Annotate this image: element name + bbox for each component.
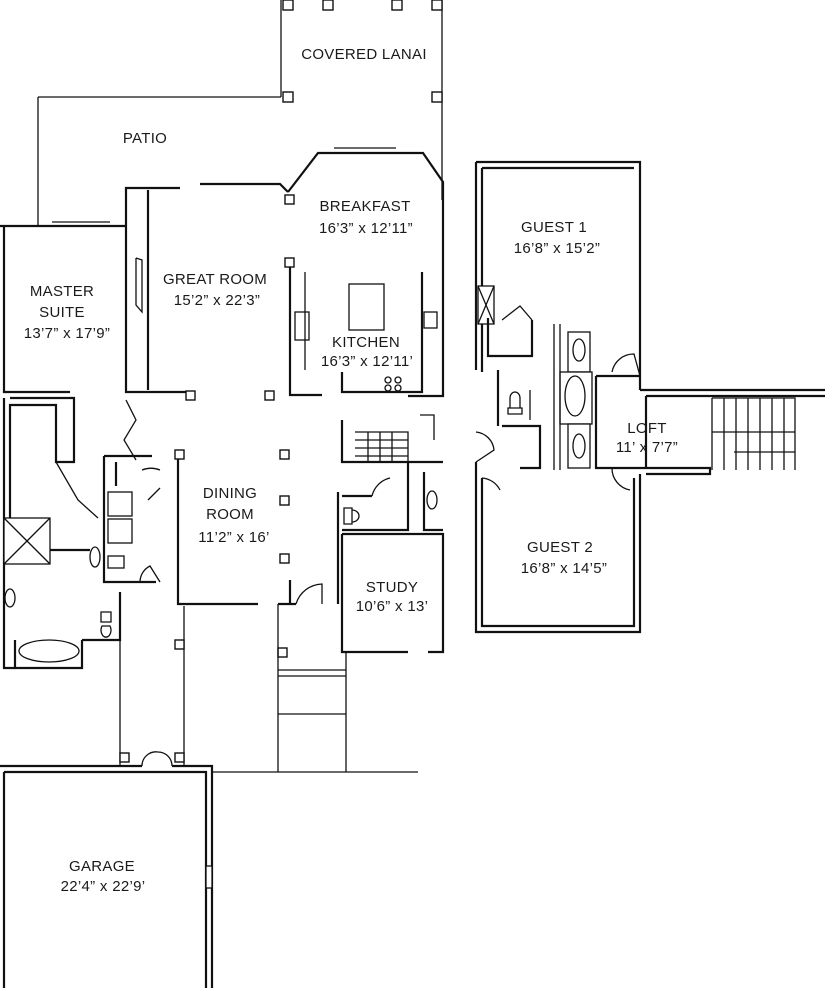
garage-dims: 22’4” x 22’9’	[61, 878, 146, 895]
dining-room-dims: 11’2” x 16’	[198, 529, 269, 546]
kitchen-dims: 16’3” x 12’11’	[321, 353, 413, 370]
entry-walls	[119, 604, 418, 773]
master-suite-dims: 13’7” x 17’9”	[24, 325, 110, 342]
master-closet-walls	[102, 454, 161, 584]
kitchen-walls	[340, 200, 445, 398]
master-suite-label-line1: MASTER	[30, 283, 94, 300]
study-walls	[340, 532, 445, 654]
master-suite-label-line2: SUITE	[39, 304, 85, 321]
dining-room-label-line2: ROOM	[206, 506, 254, 523]
study-dims: 10’6” x 13’	[356, 598, 429, 615]
breakfast-walls	[284, 147, 445, 205]
breakfast-dims: 16’3” x 12’11”	[319, 220, 413, 237]
garage-walls	[0, 764, 214, 988]
great-room-walls	[123, 182, 322, 461]
patio-label: PATIO	[123, 130, 167, 147]
great-room-dims: 15’2” x 22’3”	[174, 292, 260, 309]
guest-2-label: GUEST 2	[527, 539, 593, 556]
kitchen-label: KITCHEN	[332, 334, 400, 351]
powder-bath	[342, 462, 443, 532]
study-label: STUDY	[366, 579, 418, 596]
breakfast-label: BREAKFAST	[319, 198, 410, 215]
great-room-label: GREAT ROOM	[163, 271, 267, 288]
stair-walls	[340, 414, 443, 464]
covered-lanai-label: COVERED LANAI	[301, 46, 427, 63]
guest-2-dims: 16’8” x 14’5”	[521, 560, 607, 577]
covered-lanai-outline	[38, 0, 443, 200]
upper-floor-walls	[474, 160, 825, 634]
guest-1-label: GUEST 1	[521, 219, 587, 236]
dining-room-label-line1: DINING	[203, 485, 257, 502]
loft-dims: 11’ x 7’7”	[616, 439, 678, 456]
garage-label: GARAGE	[69, 858, 135, 875]
loft-label: LOFT	[627, 420, 667, 437]
master-suite-walls	[0, 221, 126, 670]
guest-1-dims: 16’8” x 15’2”	[514, 240, 600, 257]
dining-room-walls	[174, 449, 340, 606]
